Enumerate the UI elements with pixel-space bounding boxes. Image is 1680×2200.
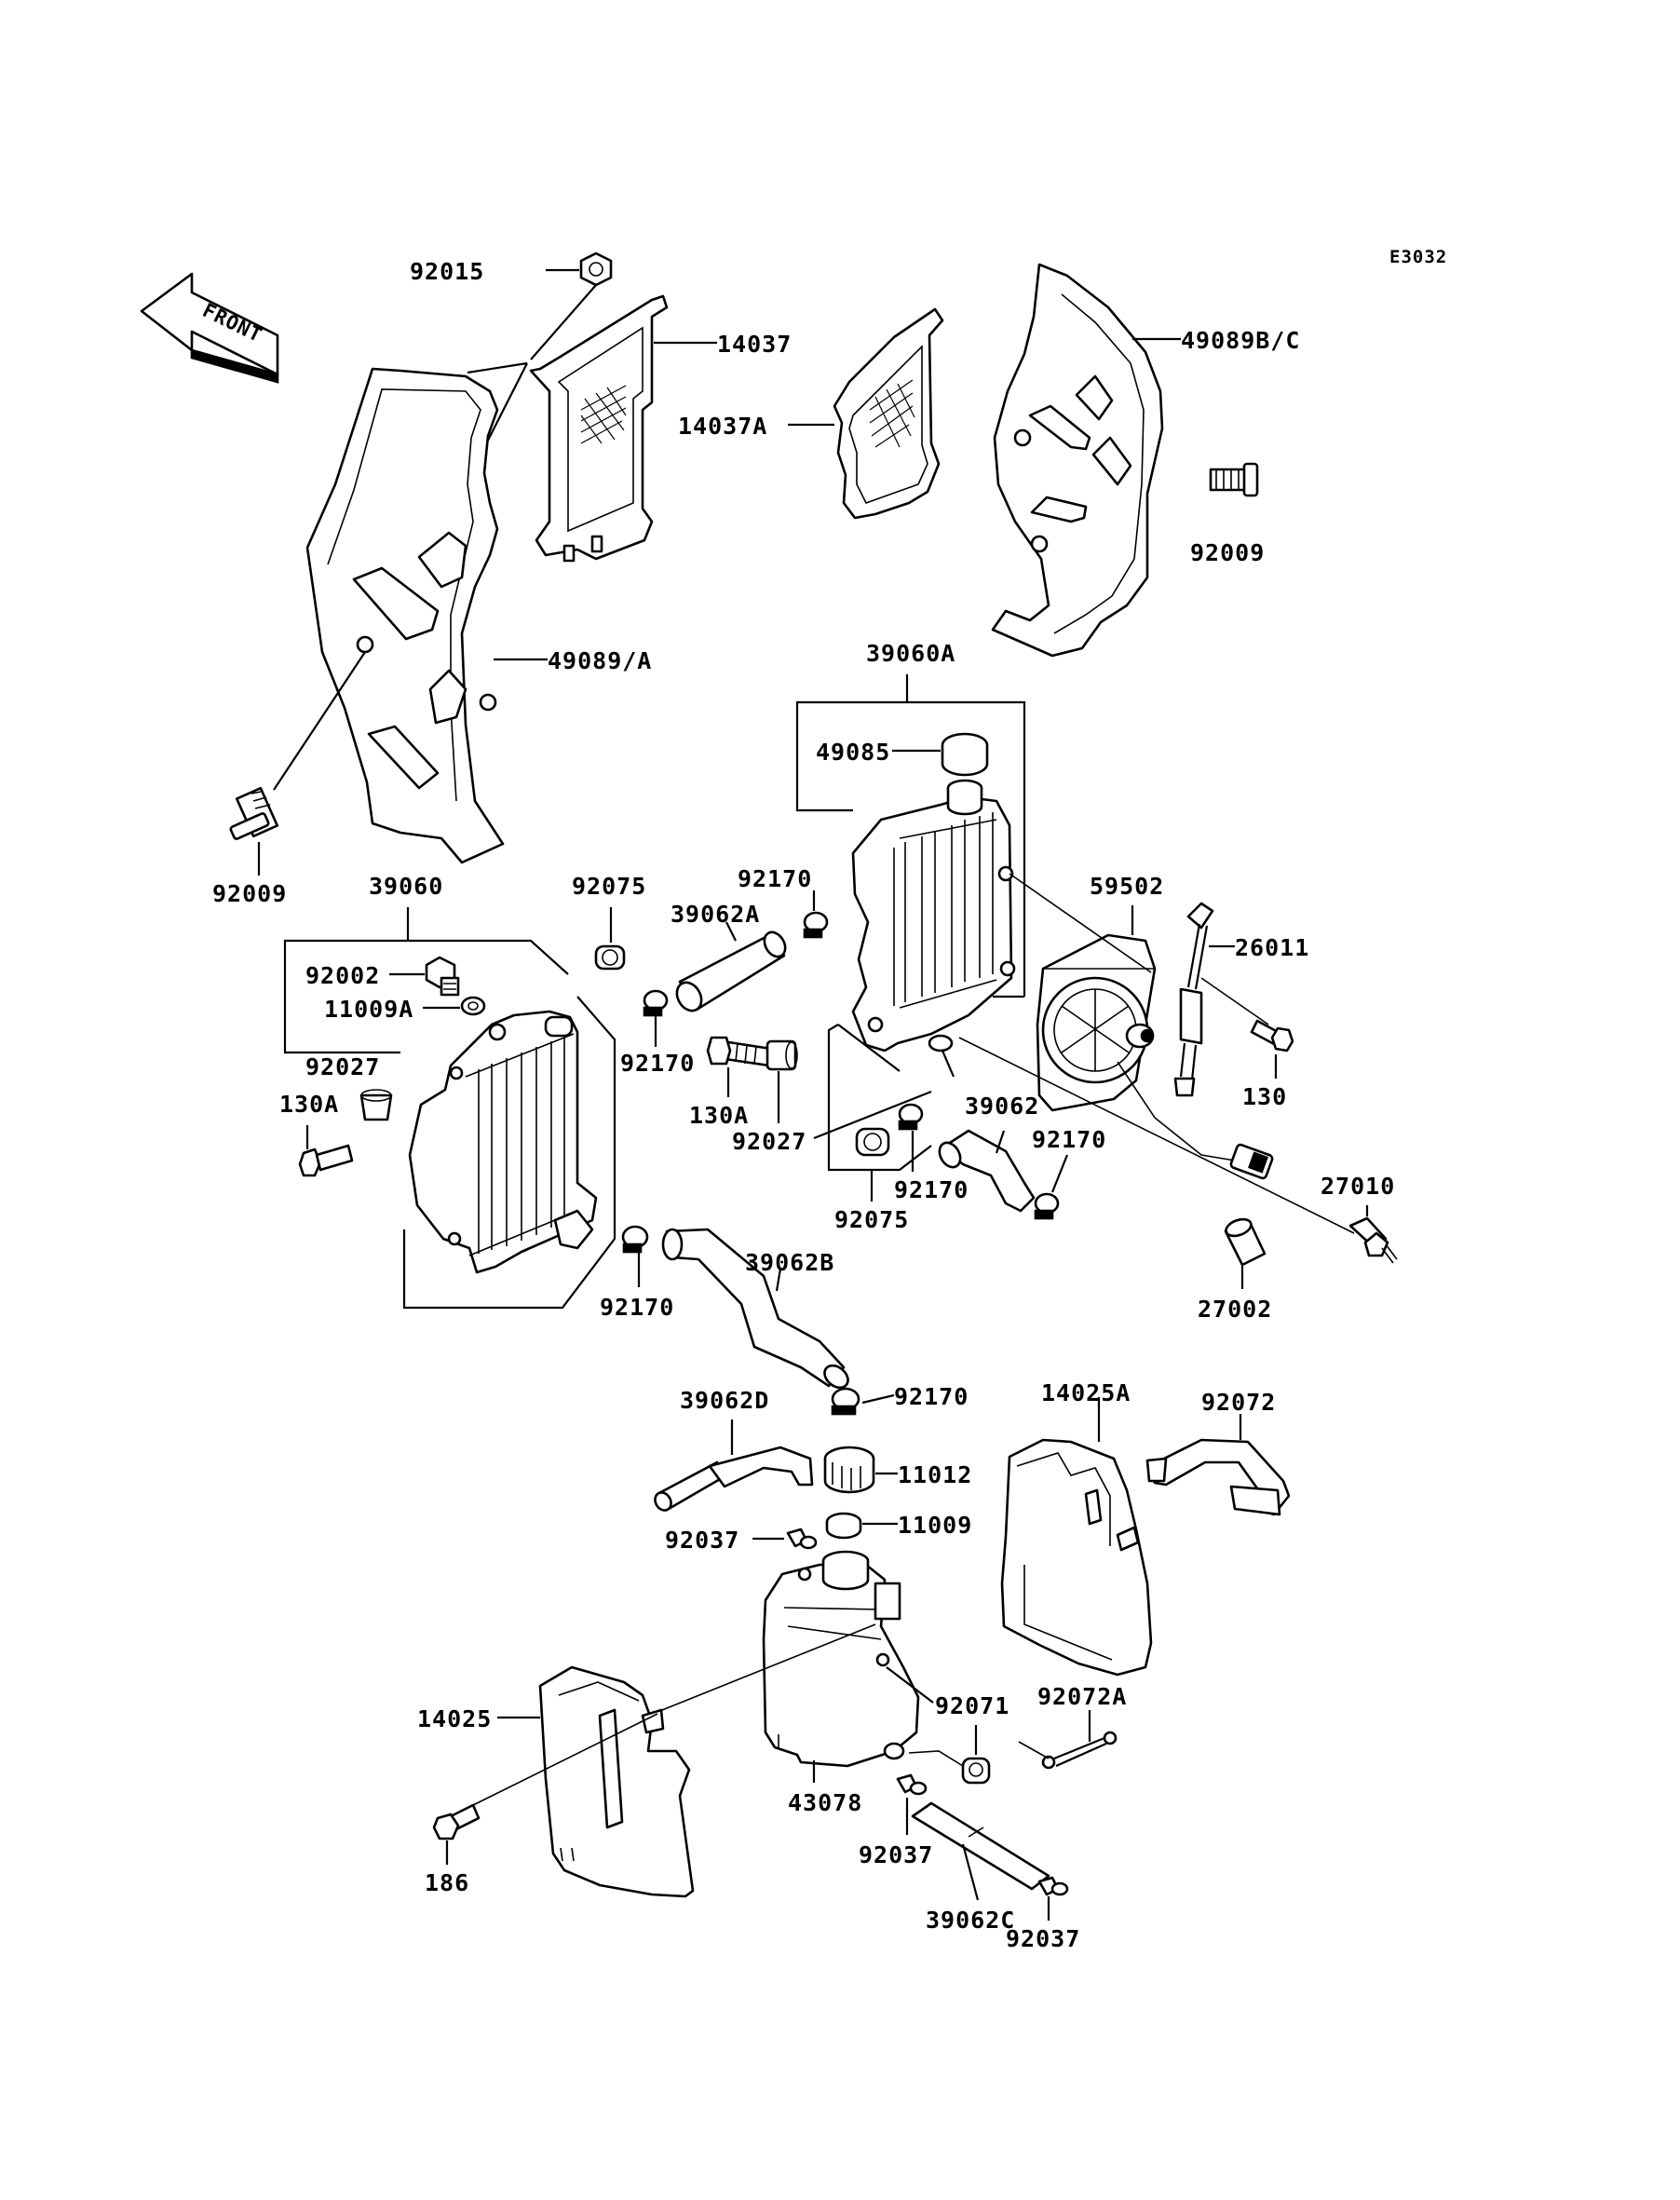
label-14025A: 14025A: [1041, 1379, 1131, 1406]
clip-92037-c-icon: [1037, 1876, 1069, 1896]
label-130A-b: 130A: [689, 1102, 749, 1129]
reservoir-tank-43078-icon: [762, 1550, 920, 1768]
label-92071: 92071: [935, 1692, 1009, 1719]
label-11009: 11009: [898, 1512, 972, 1539]
radiator-grille-14037A-icon: [833, 307, 944, 520]
bolt-92009-top-icon: [1209, 462, 1259, 497]
label-92027-a: 92027: [305, 1053, 380, 1080]
label-39062C: 39062C: [926, 1907, 1015, 1934]
drain-bolt-92002-icon: [425, 956, 460, 997]
label-92072: 92072: [1201, 1389, 1276, 1416]
label-92009-left: 92009: [212, 880, 287, 907]
label-39062D: 39062D: [680, 1387, 769, 1414]
label-92170-b: 92170: [620, 1050, 695, 1077]
radiator-hose-39062A-icon: [675, 930, 787, 1012]
front-arrow-icon: FRONT: [140, 272, 279, 384]
hose-clamp-92170-b-icon: [643, 989, 669, 1017]
label-92002: 92002: [305, 962, 380, 989]
label-39062B: 39062B: [745, 1249, 834, 1276]
label-92170-d: 92170: [1032, 1126, 1106, 1153]
collar-92027-a-icon: [359, 1089, 393, 1121]
gasket-11009A-icon: [460, 996, 486, 1016]
band-92072A-icon: [1041, 1731, 1118, 1770]
reservoir-cover-14025-icon: [538, 1665, 695, 1898]
radiator-hose-39062-icon: [938, 1129, 1036, 1213]
label-49089A: 49089/A: [548, 647, 652, 674]
label-130: 130: [1242, 1083, 1287, 1110]
bolt-130A-a-icon: [298, 1144, 354, 1177]
label-92170-f: 92170: [894, 1383, 969, 1410]
label-186: 186: [425, 1869, 469, 1896]
label-92037-b: 92037: [859, 1841, 933, 1868]
bolt-186-icon: [432, 1803, 481, 1840]
label-39062A: 39062A: [671, 901, 760, 928]
radiator-right-39060A-icon: [851, 779, 1016, 1052]
label-59502: 59502: [1090, 873, 1164, 900]
label-27002: 27002: [1198, 1296, 1272, 1323]
label-39060A: 39060A: [866, 640, 955, 667]
label-92037-a: 92037: [665, 1527, 739, 1554]
label-92015: 92015: [410, 258, 484, 285]
strap-bracket-92072-icon: [1145, 1438, 1291, 1516]
sensor-cap-27002-icon: [1224, 1217, 1267, 1267]
temperature-sensor-27010-icon: [1348, 1216, 1398, 1264]
clip-92037-b-icon: [896, 1773, 928, 1796]
label-92170-c: 92170: [894, 1176, 969, 1203]
label-14037: 14037: [717, 331, 792, 358]
grommet-92075-b-icon: [855, 1127, 890, 1157]
radiator-hose-39062B-icon: [661, 1228, 849, 1390]
hose-clamp-92170-a-icon: [803, 911, 829, 939]
radiator-left-39060-icon: [408, 1010, 598, 1274]
clip-92037-a-icon: [786, 1528, 818, 1550]
label-26011: 26011: [1235, 934, 1309, 961]
label-11009A: 11009A: [324, 996, 413, 1023]
hose-clamp-92170-c-icon: [898, 1103, 924, 1131]
label-92075-a: 92075: [572, 873, 646, 900]
collar-92027-b-icon: [765, 1039, 798, 1071]
grommet-reservoir-icon: [961, 1757, 991, 1785]
radiator-shroud-49089BC-icon: [991, 263, 1164, 658]
label-49085: 49085: [816, 739, 890, 766]
hose-clamp-92170-d-icon: [1034, 1192, 1060, 1220]
hose-clamp-92170-e-icon: [621, 1225, 649, 1254]
label-92027-b: 92027: [732, 1128, 806, 1155]
label-39060: 39060: [369, 873, 443, 900]
label-92170-e: 92170: [600, 1294, 674, 1321]
grommet-92075-a-icon: [594, 944, 626, 971]
label-39062: 39062: [965, 1093, 1039, 1120]
gasket-11009-icon: [825, 1512, 862, 1540]
label-43078: 43078: [788, 1789, 862, 1816]
breather-hose-39062C-icon: [911, 1801, 1050, 1891]
label-14025: 14025: [417, 1705, 492, 1732]
label-92009-top: 92009: [1190, 539, 1265, 566]
bolt-92009-left-icon: [229, 786, 279, 840]
label-92037-c: 92037: [1006, 1925, 1080, 1952]
ground-lead-26011-icon: [1173, 902, 1214, 1097]
diagram-code: E3032: [1389, 247, 1447, 267]
label-92170-a: 92170: [738, 865, 812, 892]
reservoir-cover-14025A-icon: [1000, 1438, 1153, 1677]
label-27010: 27010: [1321, 1173, 1395, 1200]
cooling-fan-59502-icon: [1036, 933, 1157, 1112]
label-11012: 11012: [898, 1461, 972, 1488]
overflow-hose-39062D-icon: [654, 1446, 814, 1512]
label-49089BC: 49089B/C: [1181, 327, 1300, 354]
fan-connector-icon: [1229, 1143, 1274, 1180]
hose-clamp-92170-f-icon: [831, 1387, 860, 1416]
bolt-130-icon: [1250, 1019, 1294, 1052]
radiator-shroud-49089A-icon: [305, 367, 505, 864]
label-92075-b: 92075: [834, 1206, 909, 1233]
label-14037A: 14037A: [678, 413, 767, 440]
radiator-cap-49085-icon: [941, 732, 989, 777]
nut-92015-icon: [579, 251, 613, 287]
reservoir-cap-11012-icon: [823, 1446, 875, 1494]
radiator-grille-14037-icon: [529, 294, 669, 563]
bolt-130A-b-icon: [706, 1036, 773, 1067]
label-130A-a: 130A: [279, 1091, 339, 1118]
label-92072A: 92072A: [1037, 1683, 1127, 1710]
